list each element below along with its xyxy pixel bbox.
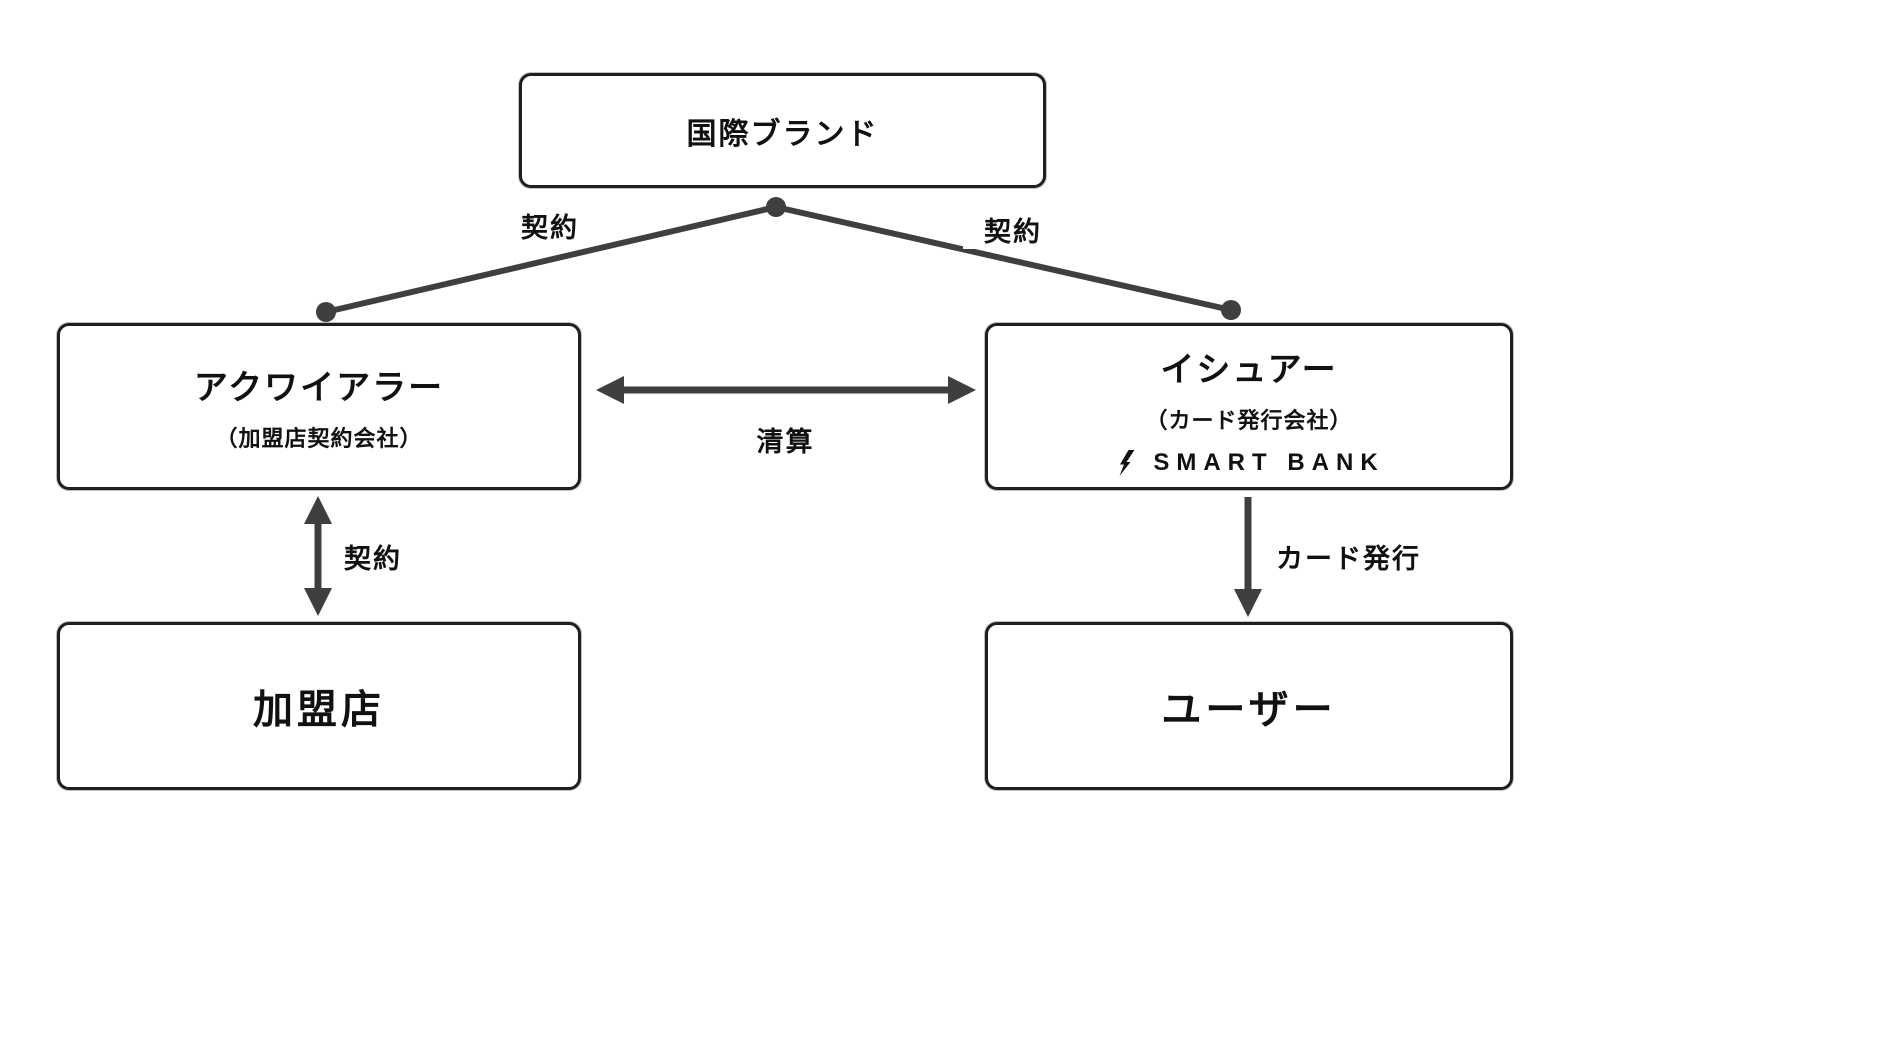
edge-brand-to-acquirer — [316, 204, 777, 322]
node-issuer-subtitle: （カード発行会社） — [1145, 408, 1353, 433]
edge-label-settlement: 清算 — [728, 420, 843, 459]
node-acquirer: アクワイアラー （加盟店契約会社） — [57, 323, 581, 490]
node-issuer-label: イシュアー — [1160, 351, 1338, 389]
node-acquirer-label: アクワイアラー — [193, 369, 445, 407]
edge-label-contract-right: 契約 — [963, 210, 1063, 249]
edge-settlement-arrow — [596, 376, 976, 404]
node-user: ユーザー — [985, 622, 1513, 790]
node-international-brand-label: 国際ブランド — [686, 117, 879, 151]
node-merchant: 加盟店 — [57, 622, 581, 790]
edge-label-card-issue: カード発行 — [1272, 537, 1452, 576]
edge-card-issue-arrow — [1234, 497, 1262, 617]
smartbank-logo-text: SMART BANK — [1153, 449, 1385, 476]
edge-label-contract-down: 契約 — [340, 537, 440, 576]
smartbank-logo: SMART BANK — [1113, 449, 1384, 477]
smartbank-bolt-icon — [1119, 450, 1135, 476]
edge-label-contract-left: 契約 — [500, 206, 600, 245]
node-issuer: イシュアー （カード発行会社） SMART BANK — [985, 323, 1513, 490]
node-merchant-label: 加盟店 — [253, 688, 385, 732]
edge-brand-to-issuer — [766, 197, 1241, 320]
node-user-label: ユーザー — [1161, 688, 1337, 732]
edge-contract-arrow — [304, 496, 332, 616]
node-acquirer-subtitle: （加盟店契約会社） — [215, 426, 423, 451]
node-international-brand: 国際ブランド — [519, 73, 1046, 188]
